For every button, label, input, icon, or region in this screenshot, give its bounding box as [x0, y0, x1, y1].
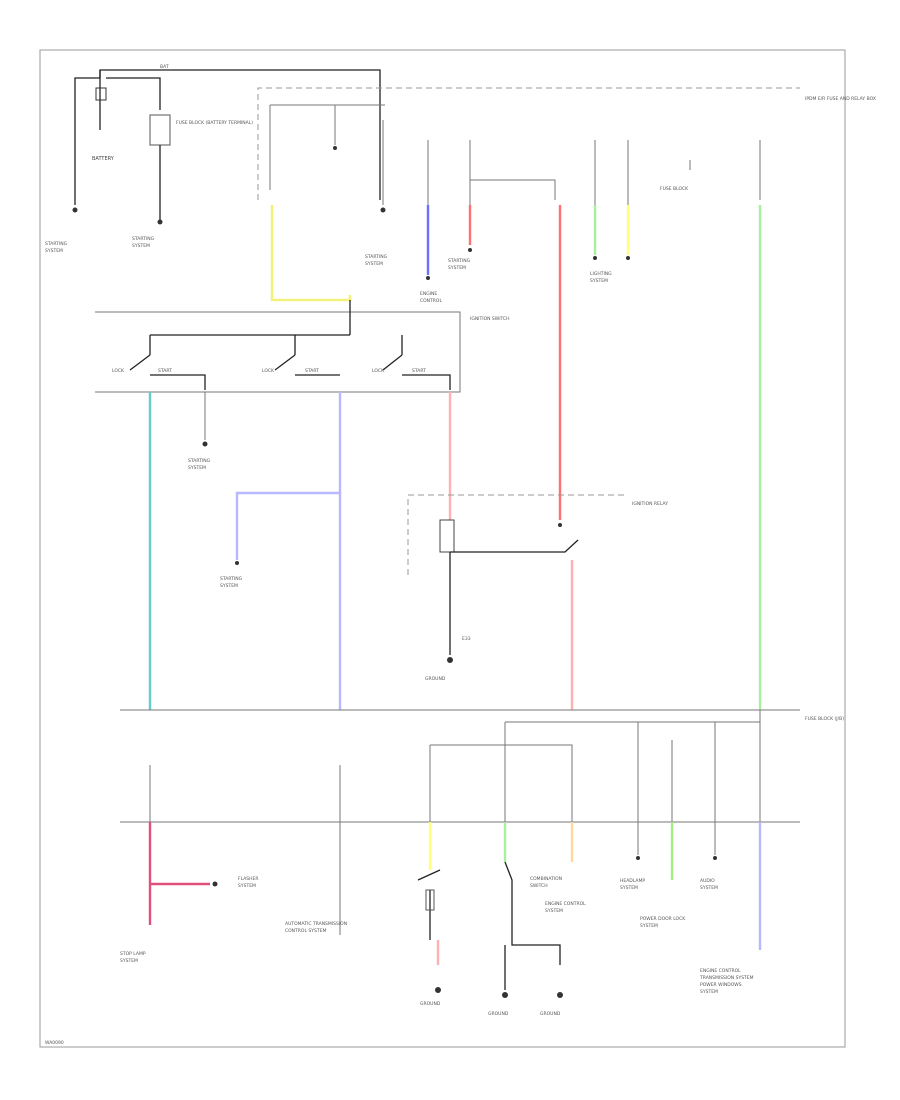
bat-label: BAT [160, 64, 169, 70]
ground-4-label: GROUND [540, 1011, 561, 1017]
svg-text:SYSTEM: SYSTEM [640, 923, 658, 929]
svg-text:SYSTEM: SYSTEM [238, 883, 256, 889]
svg-text:STOP LAMP: STOP LAMP [120, 951, 146, 957]
svg-text:POWER DOOR LOCK: POWER DOOR LOCK [640, 916, 686, 922]
fuse-note: FUSE BLOCK (BATTERY TERMINAL) [176, 120, 253, 126]
svg-text:SYSTEM: SYSTEM [220, 583, 238, 589]
ignition-switch: IGNITION SWITCH LOCK START LOCK START LO… [95, 300, 510, 393]
ignition-relay: IGNITION RELAY GROUND E33 [407, 494, 668, 682]
svg-text:START: START [158, 368, 172, 374]
svg-text:FUSE BLOCK: FUSE BLOCK [660, 186, 689, 192]
svg-text:LOCK: LOCK [112, 368, 125, 374]
svg-text:COMBINATION: COMBINATION [530, 876, 562, 882]
svg-text:HEADLAMP: HEADLAMP [620, 878, 645, 884]
diagram-frame [39, 49, 846, 1048]
svg-text:STARTING: STARTING [448, 258, 471, 264]
svg-text:SYSTEM: SYSTEM [620, 885, 638, 891]
svg-text:SYSTEM: SYSTEM [45, 248, 63, 254]
svg-text:SYSTEM: SYSTEM [545, 908, 563, 914]
ipdm-outline [257, 87, 800, 200]
svg-text:SYSTEM: SYSTEM [120, 958, 138, 964]
diagram-id: WA0090 [45, 1040, 64, 1046]
svg-text:CONTROL SYSTEM: CONTROL SYSTEM [285, 928, 326, 934]
svg-text:SYSTEM: SYSTEM [590, 278, 608, 284]
ground-1-label: GROUND [425, 676, 446, 682]
svg-text:STARTING: STARTING [45, 241, 68, 247]
ground-3-label: GROUND [488, 1011, 509, 1017]
svg-text:STARTING: STARTING [188, 458, 211, 464]
svg-text:AUDIO: AUDIO [700, 878, 715, 884]
svg-text:SYSTEM: SYSTEM [700, 885, 718, 891]
svg-text:SYSTEM: SYSTEM [132, 243, 150, 249]
svg-text:SYSTEM: SYSTEM [188, 465, 206, 471]
svg-text:START: START [412, 368, 426, 374]
svg-text:START: START [305, 368, 319, 374]
svg-text:SWITCH: SWITCH [530, 883, 548, 889]
svg-text:SYSTEM: SYSTEM [365, 261, 383, 267]
svg-text:LIGHTING: LIGHTING [590, 271, 612, 277]
svg-text:ENGINE CONTROL: ENGINE CONTROL [545, 901, 586, 907]
svg-text:STARTING: STARTING [220, 576, 243, 582]
ground-2-label: GROUND [420, 1001, 441, 1007]
svg-text:AUTOMATIC TRANSMISSION: AUTOMATIC TRANSMISSION [285, 921, 347, 927]
svg-text:SYSTEM: SYSTEM [700, 989, 718, 995]
svg-text:POWER WINDOWS: POWER WINDOWS [700, 982, 742, 988]
svg-text:LOCK: LOCK [372, 368, 385, 374]
fuse-block-label: FUSE BLOCK (J/B) [805, 716, 844, 722]
svg-text:CONTROL: CONTROL [420, 298, 442, 304]
svg-text:STARTING: STARTING [132, 236, 155, 242]
svg-text:SYSTEM: SYSTEM [448, 265, 466, 271]
svg-text:STARTING: STARTING [365, 254, 388, 260]
battery-label: BATTERY [92, 156, 115, 162]
svg-text:FLASHER: FLASHER [238, 876, 259, 882]
ignition-switch-label: IGNITION SWITCH [470, 316, 510, 322]
battery-section: BATTERY BAT FUSE BLOCK (BATTERY TERMINAL… [45, 64, 381, 254]
connector-dot [72, 207, 78, 213]
svg-text:ENGINE: ENGINE [420, 291, 437, 297]
connector-dot [157, 219, 163, 225]
svg-text:LOCK: LOCK [262, 368, 275, 374]
svg-text:E33: E33 [462, 636, 471, 642]
svg-text:ENGINE CONTROL: ENGINE CONTROL [700, 968, 741, 974]
svg-text:TRANSMISSION SYSTEM: TRANSMISSION SYSTEM [699, 975, 754, 981]
relay-label: IGNITION RELAY [632, 501, 668, 507]
ipdm-label: IPDM E/R FUSE AND RELAY BOX [805, 96, 876, 102]
